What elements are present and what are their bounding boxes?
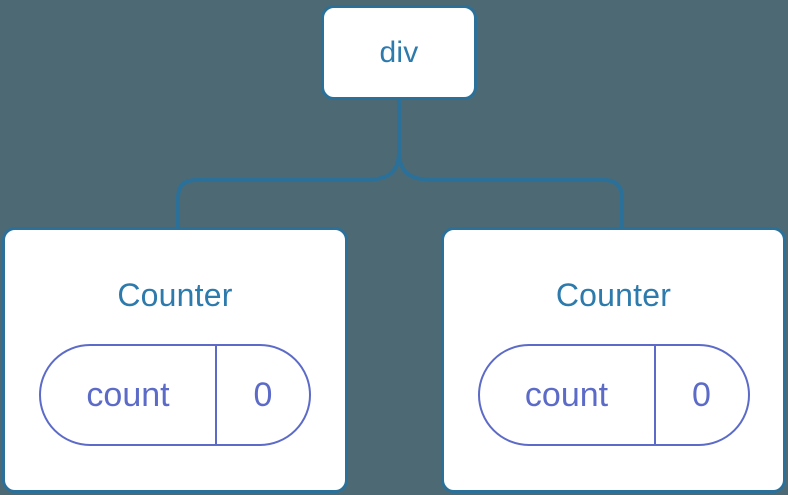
state-pill-right[interactable]: count 0 (477, 344, 750, 446)
state-value-left: 0 (253, 376, 273, 414)
state-key-cell-left: count (41, 346, 217, 444)
node-counter-left-label: Counter (117, 277, 233, 313)
state-value-cell-right: 0 (656, 346, 748, 444)
node-counter-right[interactable]: Counter count 0 (441, 227, 786, 493)
state-key-left: count (86, 376, 170, 414)
node-div-label: div (379, 35, 419, 69)
connector-branch-left (176, 151, 401, 227)
state-value-right: 0 (692, 376, 711, 414)
node-div[interactable]: div (321, 5, 477, 100)
node-counter-right-label: Counter (555, 277, 672, 313)
state-pill-left[interactable]: count 0 (39, 344, 311, 446)
state-key-cell-right: count (480, 346, 656, 444)
state-key-right: count (524, 376, 609, 414)
state-value-cell-left: 0 (217, 346, 309, 444)
node-counter-left[interactable]: Counter count 0 (2, 227, 348, 493)
connector-branch-right (397, 151, 624, 227)
